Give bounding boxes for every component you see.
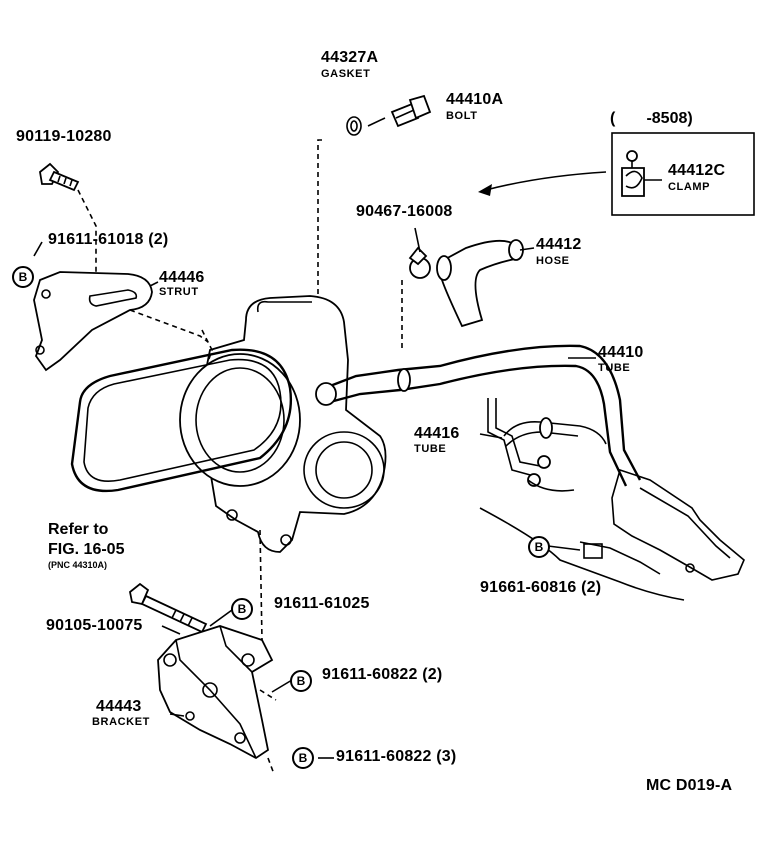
return-tube-shape: [487, 398, 607, 487]
leader-91611-61025: [209, 609, 233, 627]
tube-44410-part-number: 44410: [598, 344, 644, 361]
reference-line-3: (PNC 44310A): [48, 560, 108, 570]
strut-part-name: STRUT: [159, 286, 199, 298]
reference-line-2: FIG. 16-05: [48, 541, 125, 558]
bolt-91661-part-number: 91661-60816 (2): [480, 579, 602, 596]
strut-part-number: 44446: [159, 269, 205, 286]
leader-gasket: [367, 117, 386, 127]
bracket-part-name: BRACKET: [92, 716, 150, 728]
bolt-44410a-part-number: 44410A: [446, 91, 504, 108]
b-marker-91611-60822-2: B: [290, 670, 312, 692]
strut-shape: [33, 271, 153, 372]
clamp-part-number: 44412C: [668, 162, 726, 179]
tube-44416-part-number: 44416: [414, 425, 460, 442]
leader-bracket: [169, 713, 185, 717]
reference-line-1: Refer to: [48, 521, 109, 538]
b-marker-91611-61025: B: [231, 598, 253, 620]
pressure-tube-shape: [315, 344, 642, 487]
bracket-44443-shape: [157, 625, 274, 760]
leader-tube-44416: [479, 433, 503, 439]
leader-91661: [547, 545, 581, 551]
diagram-code: MC D019-A: [646, 777, 733, 794]
bolt-44410a-part-name: BOLT: [446, 110, 478, 122]
bracket-part-number: 44443: [96, 698, 142, 715]
b-marker-strut: B: [12, 266, 34, 288]
nut-91611-61018-part-number: 91611-61018 (2): [48, 231, 169, 248]
pump-dash-2: [259, 529, 263, 641]
mount-bracket-shape: [479, 468, 745, 601]
tube-44416-part-name: TUBE: [414, 443, 447, 455]
hose-part-name: HOSE: [536, 255, 570, 267]
leader-91611-60822-2: [271, 679, 293, 693]
leader-91611-61018: [33, 241, 43, 257]
bolt-91611-60822-2-part-number: 91611-60822 (2): [322, 666, 443, 683]
union-bolt-shape: [390, 94, 432, 128]
leader-90105: [161, 625, 181, 635]
clip-90467-part-number: 90467-16008: [356, 203, 453, 220]
bolt-91611-60822-3-part-number: 91611-60822 (3): [336, 748, 457, 765]
inset-arrowhead: [478, 184, 492, 196]
tube-44410-part-name: TUBE: [598, 362, 631, 374]
bolt-90119-shape: [39, 162, 80, 192]
hose-shape: [436, 239, 524, 328]
clip-90467-shape: [408, 246, 431, 279]
clamp-part-name: CLAMP: [668, 181, 711, 193]
pump-dash-1: [201, 329, 213, 363]
clamp-range-note: ( -8508): [610, 110, 693, 127]
leader-hose: [519, 247, 535, 251]
strut-dash: [129, 309, 209, 343]
gasket-part-name: GASKET: [321, 68, 371, 80]
bracket-dash-2: [267, 757, 275, 775]
clamp-shape: [621, 150, 645, 197]
b-marker-91661: B: [528, 536, 550, 558]
bolt-91611-61025-part-number: 91611-61025: [274, 595, 370, 612]
bracket-dash-1: [259, 689, 277, 701]
bolt-90105-part-number: 90105-10075: [46, 617, 143, 634]
bolt-90119-dash: [77, 189, 97, 272]
pulley-shape: [179, 353, 301, 487]
leader-clip: [414, 227, 421, 253]
b-marker-91611-60822-3: B: [292, 747, 314, 769]
v-belt-shape: [70, 348, 292, 493]
gasket-shape: [346, 116, 362, 136]
leader-strut: [149, 281, 159, 287]
hose-part-number: 44412: [536, 236, 582, 253]
bolt-90119-part-number: 90119-10280: [16, 128, 112, 145]
clamp-inset-box: [611, 132, 755, 216]
gasket-part-number: 44327A: [321, 49, 379, 66]
inset-arrow: [485, 171, 607, 191]
